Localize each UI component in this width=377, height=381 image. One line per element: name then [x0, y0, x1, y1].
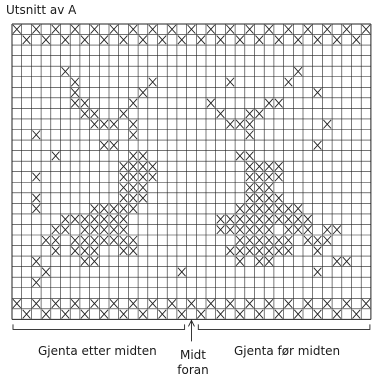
repeat-brackets [13, 320, 370, 341]
repeat-after-center-bracket [13, 324, 185, 329]
repeat-before-center-bracket [198, 324, 370, 329]
repeat-after-center-label: Gjenta etter midten [38, 344, 157, 358]
center-front-label-line1: Midt [170, 348, 216, 363]
center-front-label-line2: foran [170, 363, 216, 378]
center-front-label: Midt foran [170, 348, 216, 378]
repeat-before-center-label: Gjenta før midten [234, 344, 340, 358]
